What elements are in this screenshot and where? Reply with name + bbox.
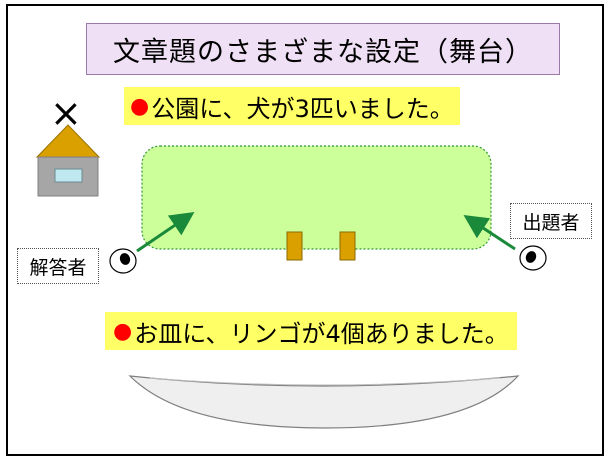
banner-dish: ● お皿に、リンゴが4個ありました。 bbox=[105, 312, 517, 350]
eye-icon bbox=[109, 248, 137, 274]
poser-label: 出題者 bbox=[510, 203, 592, 239]
eye-icon bbox=[519, 245, 547, 271]
arrow-poser bbox=[463, 215, 516, 251]
park-area bbox=[141, 145, 492, 250]
arrow-solver bbox=[136, 211, 195, 253]
page-title: 文章題のさまざまな設定（舞台） bbox=[86, 23, 560, 75]
banner-dish-text: お皿に、リンゴが4個ありました。 bbox=[134, 319, 509, 348]
solver-label: 解答者 bbox=[17, 248, 99, 284]
post-left bbox=[286, 231, 303, 261]
cross-icon: × bbox=[50, 91, 82, 135]
house-icon bbox=[35, 124, 101, 197]
post-right bbox=[339, 231, 356, 261]
banner-park-text: 公園に、犬が3匹いました。 bbox=[151, 94, 454, 123]
banner-park: ● 公園に、犬が3匹いました。 bbox=[124, 87, 460, 125]
bullet-icon: ● bbox=[113, 318, 133, 344]
bullet-icon: ● bbox=[130, 93, 150, 119]
dish-icon bbox=[128, 375, 520, 429]
